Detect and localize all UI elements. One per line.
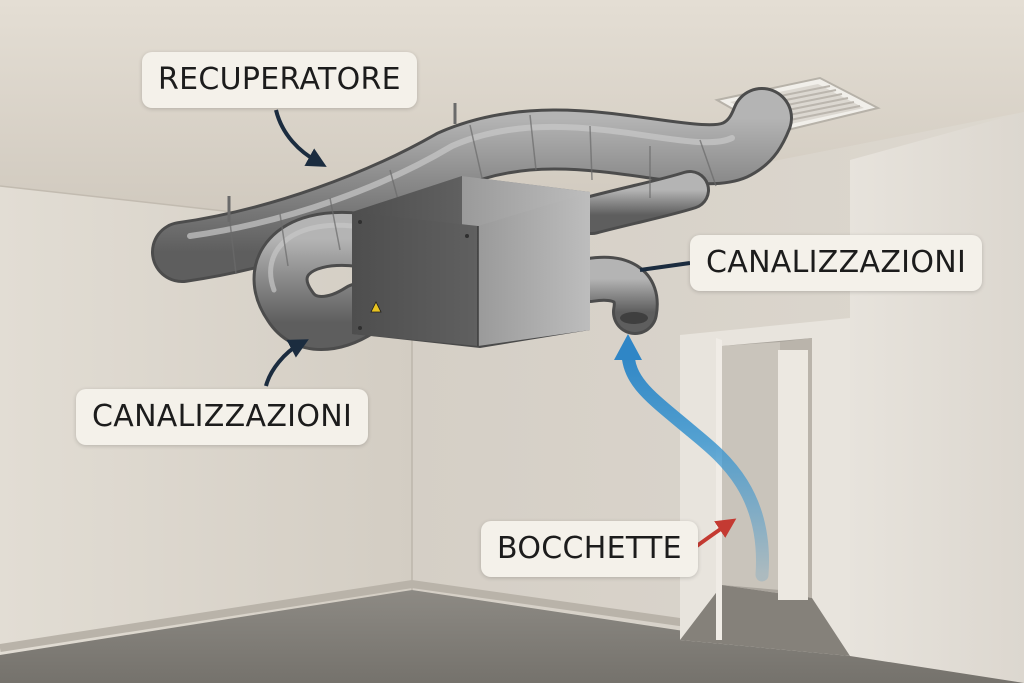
duct-outlet <box>620 312 648 324</box>
duct-network <box>151 87 793 351</box>
right-wall-section <box>850 112 1024 683</box>
airflow-arrow <box>621 345 769 582</box>
canalizzazioni-left-label: CANALIZZAZIONI <box>76 389 369 445</box>
airflow-arrowhead <box>614 334 642 360</box>
warning-icon <box>370 301 382 313</box>
bocchette-label: BOCCHETTE <box>481 521 698 577</box>
recuperatore-pointer-arrow <box>274 109 327 167</box>
floor <box>0 590 1024 683</box>
canalizzazioni-right-label: CANALIZZAZIONI <box>690 235 983 291</box>
recuperatore-label: RECUPERATORE <box>142 52 417 108</box>
canalizzazioni-right-pointer-line <box>639 261 691 272</box>
canalizzazioni-left-pointer-arrow <box>264 339 309 387</box>
baseboard <box>0 579 723 652</box>
heat-recovery-unit <box>352 176 590 348</box>
doorway <box>680 318 850 656</box>
